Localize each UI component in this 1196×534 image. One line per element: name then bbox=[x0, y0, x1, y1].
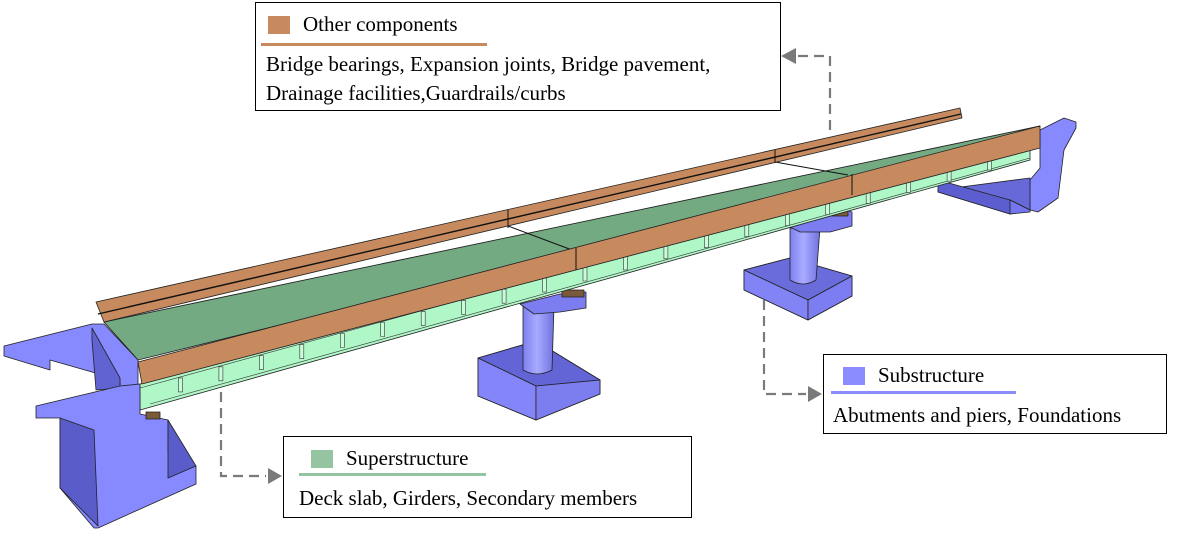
legend-substructure: Substructure bbox=[843, 365, 984, 386]
swatch-substructure bbox=[843, 366, 865, 385]
swatch-other-components bbox=[268, 15, 290, 34]
title-underline bbox=[261, 43, 487, 46]
leader-sub bbox=[762, 300, 806, 396]
girder-stiffener bbox=[623, 255, 628, 271]
callout-description: Bridge bearings, Expansion joints, Bridg… bbox=[266, 50, 710, 108]
callout-superstructure: Superstructure Deck slab, Girders, Secon… bbox=[283, 436, 692, 518]
callout-title: Other components bbox=[303, 12, 458, 36]
pier-1 bbox=[477, 289, 601, 421]
callout-other-components: Other components Bridge bearings, Expans… bbox=[255, 2, 781, 111]
girder-stiffener bbox=[339, 333, 345, 348]
callout-title: Superstructure bbox=[346, 446, 469, 470]
guardrail-far bbox=[95, 107, 963, 323]
girder-stiffener bbox=[461, 299, 466, 315]
callout-substructure: Substructure Abutments and piers, Founda… bbox=[823, 354, 1167, 434]
girder-stiffener bbox=[542, 277, 547, 293]
abutment-left bbox=[3, 323, 197, 529]
description-line: Drainage facilities,Guardrails/curbs bbox=[266, 81, 566, 105]
deck bbox=[103, 125, 1041, 361]
leader-other bbox=[796, 54, 832, 130]
leader-lines bbox=[219, 54, 832, 478]
legend-superstructure: Superstructure bbox=[311, 448, 468, 469]
title-underline bbox=[299, 473, 486, 476]
description-line: Abutments and piers, Foundations bbox=[833, 403, 1122, 427]
arrowhead-sub bbox=[808, 386, 822, 402]
girder-stiffeners bbox=[178, 155, 992, 393]
guardrail-near bbox=[137, 125, 1041, 385]
callout-description: Abutments and piers, Foundations bbox=[833, 401, 1121, 430]
abutment-right bbox=[937, 117, 1077, 215]
girder-stiffener bbox=[582, 266, 588, 282]
girder-stiffener bbox=[380, 322, 386, 337]
description-line: Bridge bearings, Expansion joints, Bridg… bbox=[266, 52, 711, 76]
description-line: Deck slab, Girders, Secondary members bbox=[299, 486, 638, 510]
callout-description: Deck slab, Girders, Secondary members bbox=[299, 484, 637, 513]
girder-stiffener bbox=[178, 377, 183, 393]
arrowhead-super bbox=[268, 468, 282, 484]
girder-stiffener bbox=[218, 366, 224, 382]
girder-stiffener bbox=[299, 344, 305, 359]
girder-stiffener bbox=[501, 288, 507, 304]
legend-other-components: Other components bbox=[268, 14, 458, 35]
girder-stiffener bbox=[420, 311, 426, 326]
leader-super bbox=[219, 392, 266, 478]
arrowhead-other bbox=[781, 48, 796, 64]
leader-arrowheads bbox=[268, 48, 822, 484]
girder-stiffener bbox=[259, 355, 264, 371]
swatch-superstructure bbox=[311, 449, 333, 468]
callout-title: Substructure bbox=[878, 363, 985, 387]
title-underline bbox=[831, 391, 1016, 394]
